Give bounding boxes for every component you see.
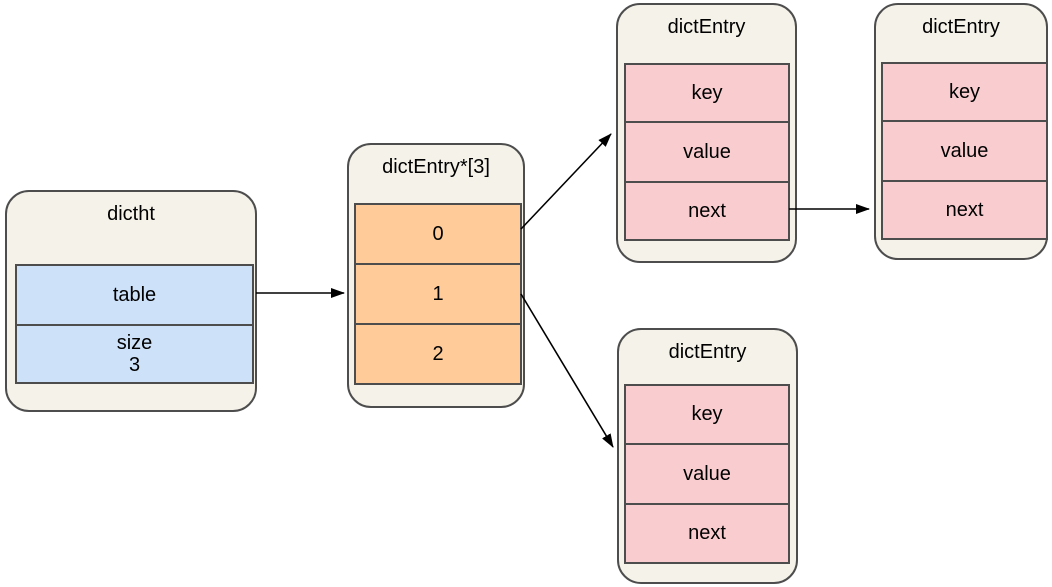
bucket-array-slot-1: 1 [354,263,522,325]
dictht-cell-size: size 3 [15,324,254,384]
dictht-title: dictht [107,203,155,225]
entry-right-box: dictEntry key value next [874,3,1048,260]
dictht-cell-size-label: size [116,331,153,354]
entry-bottom-cell-key-label: key [691,403,723,426]
entry-right-cell-value: value [881,120,1048,182]
entry-bottom-cell-value-label: value [683,462,731,485]
dictht-cell-table: table [15,264,254,326]
bucket-array-slot-0: 0 [354,203,522,265]
entry-bottom-cell-next: next [624,503,790,564]
entry-bottom-box: dictEntry key value next [617,328,798,584]
entry-top-box: dictEntry key value next [616,3,797,263]
entry-top-cell-next: next [624,181,790,241]
bucket-array-title: dictEntry*[3] [382,156,490,178]
entry-right-title: dictEntry [922,16,1000,38]
dictht-cell-table-label: table [112,283,157,306]
entry-top-title: dictEntry [667,16,746,38]
edge-slot1-to-entry-bottom [520,293,614,448]
entry-right-cell-key: key [881,62,1048,122]
entry-right-cell-value-label: value [940,139,989,162]
entry-bottom-cell-key: key [624,384,790,445]
entry-bottom-title: dictEntry [668,341,747,363]
entry-top-cell-key: key [624,63,790,123]
entry-right-cell-next-label: next [945,198,984,221]
bucket-array-slot-2: 2 [354,323,522,385]
bucket-array-slot-0-label: 0 [432,222,444,245]
bucket-array-slot-2-label: 2 [432,342,444,365]
entry-top-cell-next-label: next [688,199,726,222]
dictht-box: dictht table size 3 [5,190,257,412]
entry-top-cell-value: value [624,121,790,183]
bucket-array-slot-1-label: 1 [432,282,444,305]
entry-top-cell-key-label: key [691,81,723,104]
bucket-array-box: dictEntry*[3] 0 1 2 [347,143,525,408]
entry-top-cell-value-label: value [683,140,731,163]
entry-bottom-cell-value: value [624,443,790,505]
entry-right-cell-next: next [881,180,1048,240]
edge-slot0-to-entry-top [520,133,612,230]
dictht-cell-size-value: 3 [128,354,141,376]
entry-right-cell-key-label: key [948,80,981,103]
entry-bottom-cell-next-label: next [688,522,726,545]
